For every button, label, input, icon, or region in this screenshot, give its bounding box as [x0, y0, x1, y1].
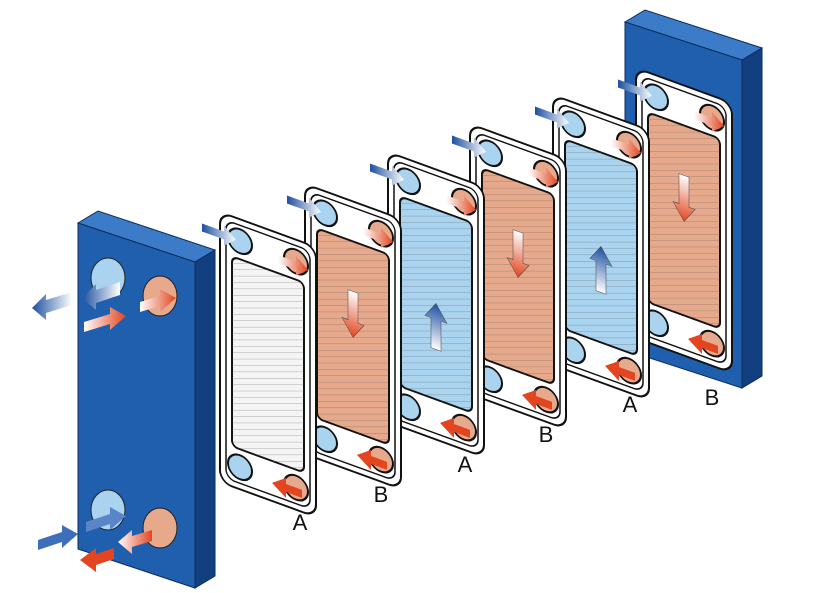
hot-port-arrow-out: [357, 450, 387, 471]
hot-port-arrow: [611, 138, 641, 159]
hot-flow-arrow: [506, 229, 530, 278]
hot-port-arrow: [446, 195, 476, 216]
plate-label-5: A: [623, 392, 638, 417]
hot-flow-arrow: [341, 289, 365, 338]
cold-flow-arrow: [424, 303, 448, 352]
plate-label-4: B: [539, 422, 554, 447]
plate-3: [370, 154, 485, 455]
hot-port-arrow-out: [272, 478, 302, 499]
plate-1: [202, 214, 317, 515]
frame-flow-arrows: [32, 282, 176, 572]
cold-port-arrow: [535, 106, 569, 129]
hot-port-arrow-out: [522, 390, 552, 411]
hot-port-arrow-out: [440, 418, 470, 439]
plate-corrugation-hatch: [232, 258, 304, 471]
cold-port-arrow: [370, 163, 404, 186]
cold-port-arrow: [202, 223, 236, 246]
hot-flow-arrow: [672, 173, 696, 222]
port-bottom-left: [227, 453, 253, 482]
hot-out-arrow: [80, 548, 114, 572]
hot-in-arrow-2: [140, 289, 176, 312]
hot-out-arrow-2: [118, 530, 152, 554]
hot-in-arrow: [84, 307, 126, 332]
cold-in-arrow: [38, 525, 78, 550]
hot-port-arrow: [363, 227, 393, 248]
cold-out-arrow: [32, 292, 72, 320]
hot-port-arrow-out: [688, 334, 718, 355]
cold-flow-arrow: [589, 246, 613, 295]
cold-out-arrow-2: [82, 282, 120, 310]
front-frame-plate: [76, 210, 217, 589]
plate-2: [287, 186, 402, 487]
cold-in-arrow-2: [86, 507, 126, 532]
cold-port-arrow: [287, 195, 321, 218]
plate-label-2: B: [374, 482, 389, 507]
hot-port-arrow: [694, 111, 724, 132]
plate-label-1: A: [293, 510, 308, 535]
hot-port-arrow-out: [605, 361, 635, 382]
hot-port-arrow: [278, 255, 308, 276]
cold-port-arrow: [452, 135, 486, 158]
plate-label-3: A: [458, 452, 473, 477]
hot-port-arrow: [528, 167, 558, 188]
plate-gasket-inner: [225, 222, 311, 507]
plate-5: [535, 97, 650, 398]
plate-label-6: B: [705, 385, 720, 410]
cold-port-arrow: [618, 79, 652, 102]
plate-4: [452, 126, 567, 427]
